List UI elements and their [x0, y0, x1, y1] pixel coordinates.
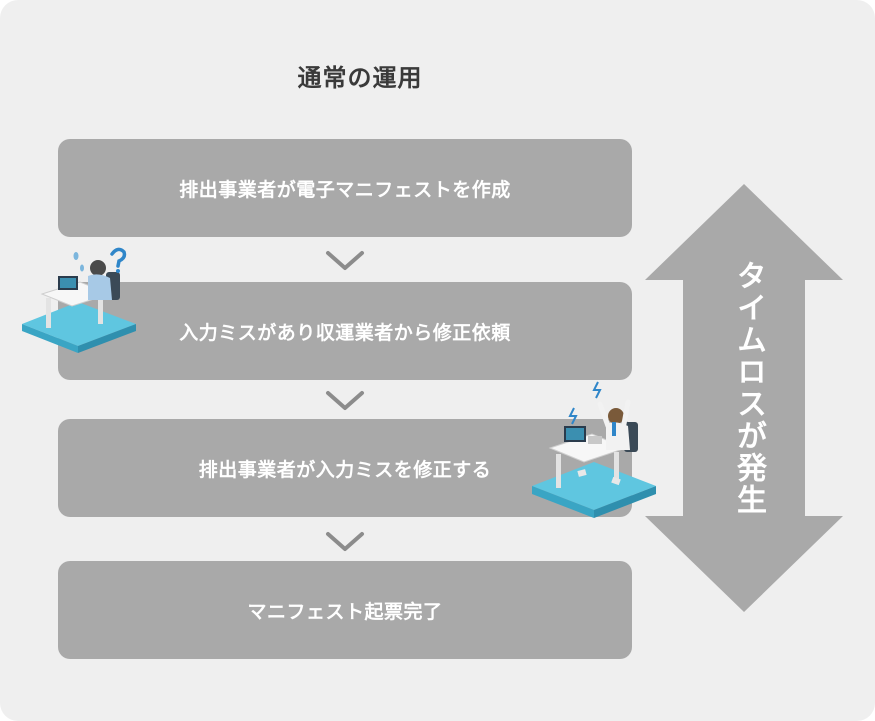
- chevron-down-icon: [326, 391, 364, 410]
- step-complete: マニフェスト起票完了: [58, 561, 632, 659]
- time-loss-label: タイムロスが発生: [731, 260, 766, 516]
- confused-worker-illustration: [22, 247, 136, 353]
- step-fix-error: 排出事業者が入力ミスを修正する: [58, 419, 632, 517]
- step-correction-request: 入力ミスがあり収運業者から修正依頼: [58, 282, 632, 380]
- diagram-title: 通常の運用: [297, 64, 423, 92]
- step-create-manifest: 排出事業者が電子マニフェストを作成: [58, 139, 632, 237]
- chevron-down-icon: [326, 532, 364, 551]
- frustrated-worker-illustration: [532, 381, 656, 518]
- double-arrow-icon: [645, 184, 843, 612]
- chevron-down-icon: [326, 251, 364, 270]
